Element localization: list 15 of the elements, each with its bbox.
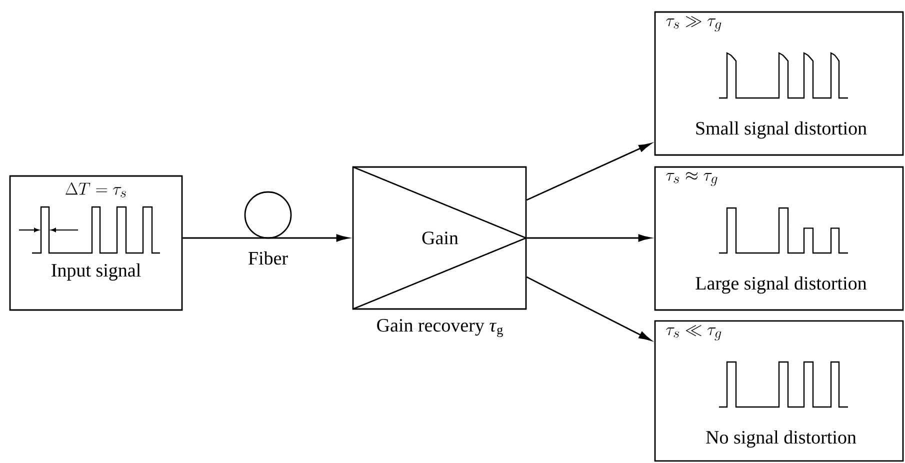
formula: $\tau_s \approx \tau_g$	[666, 172, 718, 186]
box-label: Small signal distortion	[696, 121, 867, 139]
formula: $\tau_s \gg \tau_g$	[666, 16, 722, 32]
box-label: No signal distortion	[706, 430, 856, 448]
box-label: Input signal	[52, 263, 141, 281]
box-label: Large signal distortion	[696, 276, 867, 294]
arrow	[526, 276, 652, 341]
formula: $\Delta T = \tau_s$	[66, 182, 126, 198]
arrow	[526, 143, 652, 201]
box-label: Gain	[422, 232, 458, 244]
edge-label: Fiber	[248, 251, 288, 265]
arrow	[182, 234, 349, 242]
arrow	[526, 234, 651, 242]
node-label: Gain recovery τ$_{g}$	[377, 318, 503, 337]
formula: $\tau_s \ll \tau_g$	[666, 325, 722, 340]
